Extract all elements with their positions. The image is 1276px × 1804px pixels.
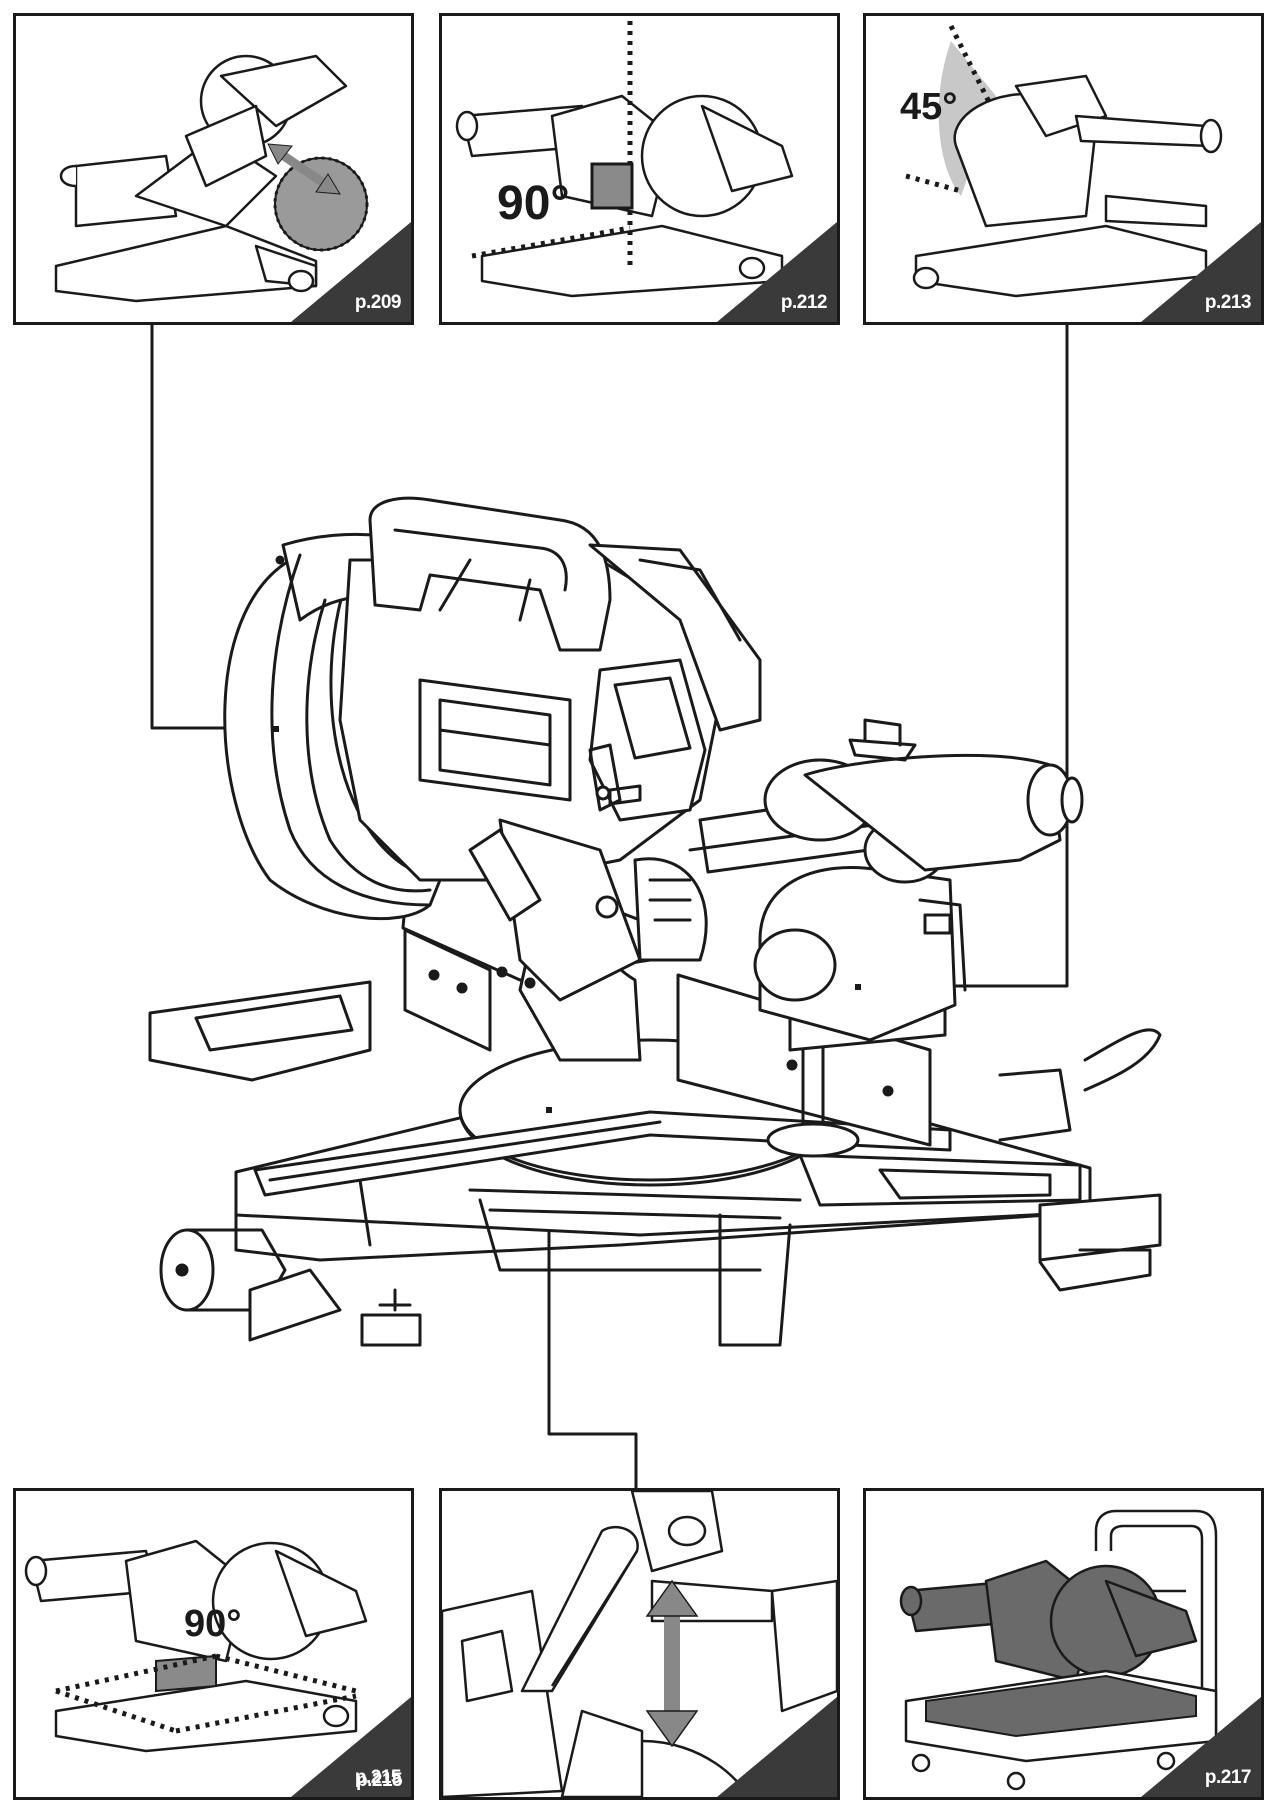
- panel-fence-adjust: [439, 1488, 840, 1800]
- page-reference: p.215: [354, 1767, 402, 1788]
- page-reference: p.217: [1204, 1767, 1252, 1788]
- double-arrow-icon: [645, 1579, 699, 1748]
- panel-square-fence: 90° p.215: [13, 1488, 414, 1800]
- page-tab: [291, 1697, 411, 1797]
- angle-label: 45°: [900, 86, 958, 128]
- panel-blade-change: p.209: [13, 13, 414, 325]
- right-angle-icon: [590, 162, 634, 210]
- panel-stand-mount: p.217: [863, 1488, 1264, 1800]
- leader-line-fence: [547, 1110, 638, 1490]
- saw-thumbnail-fence: [24, 1539, 368, 1753]
- page-tab: [717, 1697, 837, 1797]
- double-arrow-icon: [267, 143, 341, 195]
- page-tab: [1141, 1697, 1261, 1797]
- saw-thumbnail-bevel: [905, 24, 1223, 298]
- page-reference: p.209: [354, 292, 402, 313]
- page-reference: p.212: [780, 292, 828, 313]
- panel-square-blade: 90° p.212: [439, 13, 840, 325]
- page-reference: p.213: [1204, 292, 1252, 313]
- page-tab: [717, 222, 837, 322]
- page-tab: [291, 222, 411, 322]
- page-tab: [1141, 222, 1261, 322]
- saw-thumbnail-square: [455, 21, 794, 298]
- angle-label: 90°: [497, 177, 570, 230]
- fence-closeup: [442, 1491, 837, 1797]
- angle-label: 90°: [184, 1603, 242, 1645]
- panel-bevel-angle: 45° p.213: [863, 13, 1264, 325]
- page-reference: p.215: [356, 1770, 403, 1791]
- saw-thumbnail-stand: [899, 1509, 1218, 1791]
